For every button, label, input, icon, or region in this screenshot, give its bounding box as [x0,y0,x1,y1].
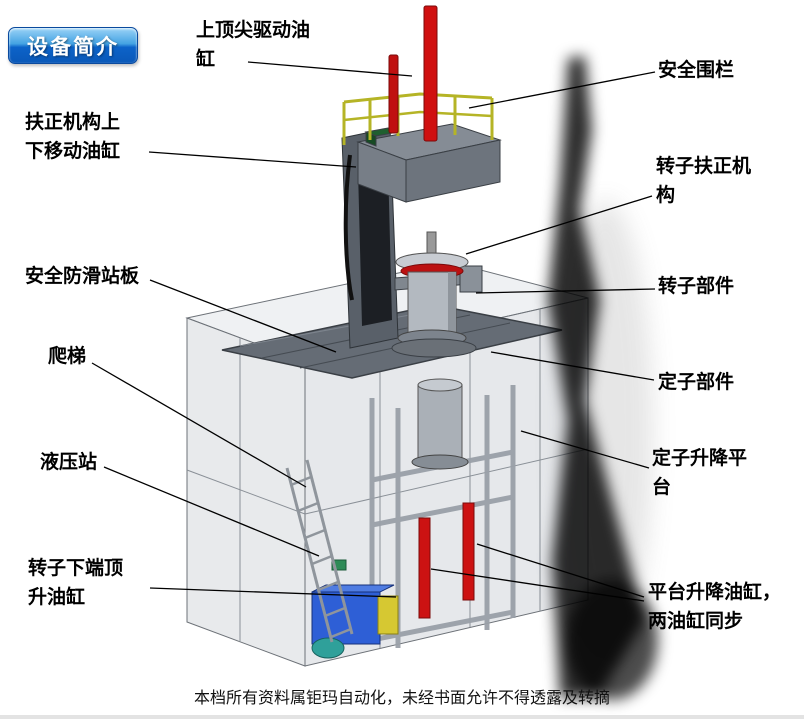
leader-lines [91,61,656,602]
watermark-text: 本档所有资料属钜玛自动化，未经书面允许不得透露及转摘 [193,688,610,707]
label-rotor-centering-mechanism: 转子扶正机 构 [656,155,752,206]
label-rotor-bottom-jack-cylinder: 转子下端顶 升油缸 [28,557,124,608]
label-centering-mech-cylinder: 扶正机构上 下移动油缸 [25,111,121,162]
leader-platform-cylinder-1 [476,543,645,598]
label-hydraulic-station: 液压站 [40,451,98,473]
title-badge: 设备简介 [8,27,138,64]
bottom-edge [0,715,804,719]
leader-rotor-centering [465,195,653,255]
leader-centering-cylinder [148,151,357,168]
label-safety-fence: 安全围栏 [658,59,735,81]
label-ladder: 爬梯 [48,345,87,367]
label-rotor-component: 转子部件 [658,275,735,297]
leader-rotor-component [475,288,656,294]
leader-rotor-jack-cylinder [149,587,397,598]
label-platform-lift-cylinders: 平台升降油缸， 两油缸同步 [648,581,782,632]
leader-stator-lift-platform [520,430,650,469]
label-stator-lift-platform: 定子升降平 台 [652,447,748,498]
stator-component-shape [411,378,469,470]
leader-ladder [91,362,307,488]
leader-top-spindle [247,61,413,77]
ladder-shape [285,459,354,643]
ink-smudge [548,56,658,700]
label-top-spindle-drive-cylinder: 上顶尖驱动油 缸 [196,19,311,70]
hydraulic-station-shape [311,559,399,659]
leader-anti-slip-plate [149,279,337,353]
leader-hydraulic-station [103,466,320,557]
top-drive-red-cylinders [388,5,438,142]
label-anti-slip-standing-plate: 安全防滑站板 [25,265,140,287]
platform-lift-red-cylinders [418,502,475,619]
leader-stator-component [490,351,655,381]
head-block [356,123,502,203]
rotor-component-shape [391,231,477,358]
leader-safety-fence [468,71,656,109]
label-stator-component: 定子部件 [658,371,735,393]
leader-platform-cylinder-2 [430,568,645,602]
